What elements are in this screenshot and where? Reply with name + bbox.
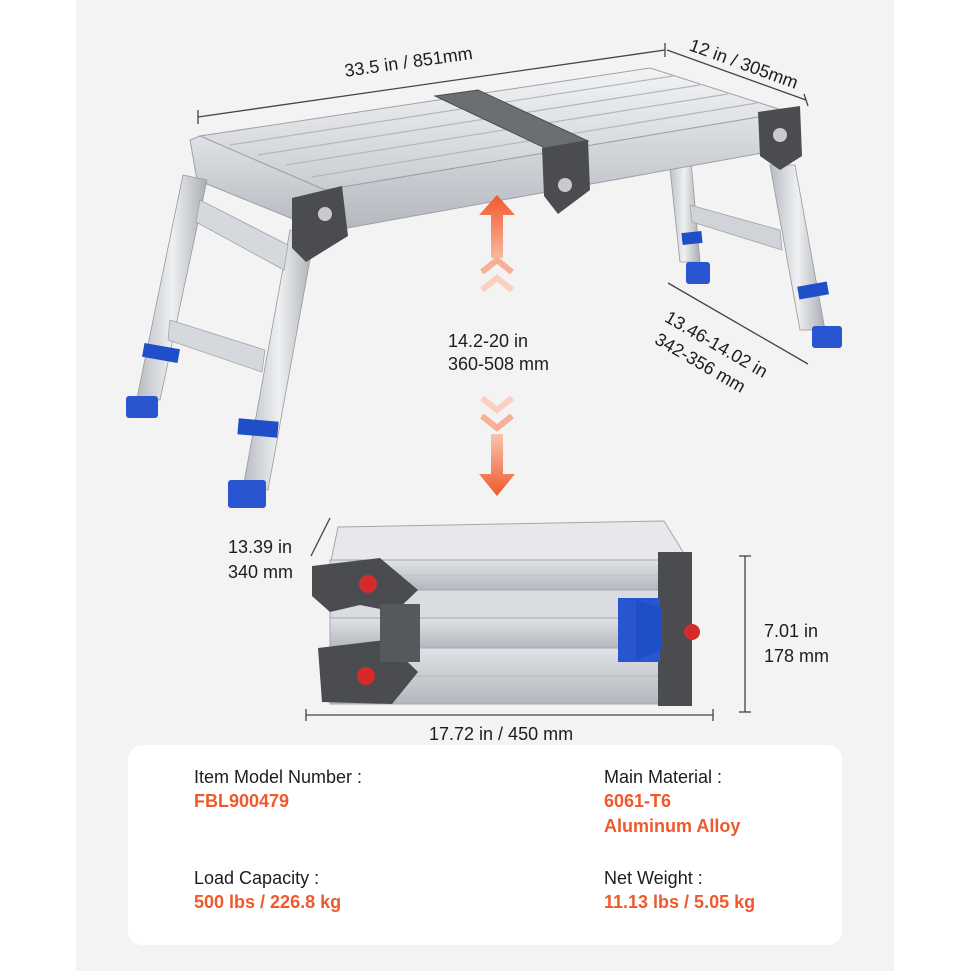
material-value-line1: 6061-T6 [604, 791, 672, 811]
dimension-lines [197, 43, 809, 721]
height-arrows [479, 195, 515, 496]
material-value-line2: Aluminum Alloy [604, 816, 741, 836]
spec-model: Item Model Number : FBL900479 [194, 765, 362, 814]
folded-height-mm-label: 178 mm [764, 646, 830, 666]
model-value: FBL900479 [194, 791, 290, 811]
hinge-brackets [292, 106, 802, 262]
load-value: 500 lbs / 226.8 kg [194, 892, 342, 912]
height-range-mm-label: 360-508 mm [448, 354, 550, 374]
model-label: Item Model Number : [194, 767, 363, 787]
folded-platform [312, 520, 700, 706]
weight-value: 11.13 lbs / 5.05 kg [604, 892, 756, 912]
weight-label: Net Weight : [604, 868, 703, 888]
material-label: Main Material : [604, 767, 723, 787]
spec-load: Load Capacity : 500 lbs / 226.8 kg [194, 866, 341, 915]
spec-weight: Net Weight : 11.13 lbs / 5.05 kg [604, 866, 755, 915]
back-right-legs [667, 149, 842, 348]
front-left-legs [126, 174, 316, 508]
folded-height-in-label: 7.01 in [764, 621, 819, 641]
spec-card: Item Model Number : FBL900479 Main Mater… [128, 745, 842, 945]
folded-depth-mm-label: 340 mm [228, 562, 294, 582]
folded-depth-in-label: 13.39 in [228, 537, 293, 557]
height-range-in-label: 14.2-20 in [448, 331, 529, 351]
folded-length-label: 17.72 in / 450 mm [429, 724, 574, 744]
load-label: Load Capacity : [194, 868, 320, 888]
spec-material: Main Material : 6061-T6 Aluminum Alloy [604, 765, 740, 839]
